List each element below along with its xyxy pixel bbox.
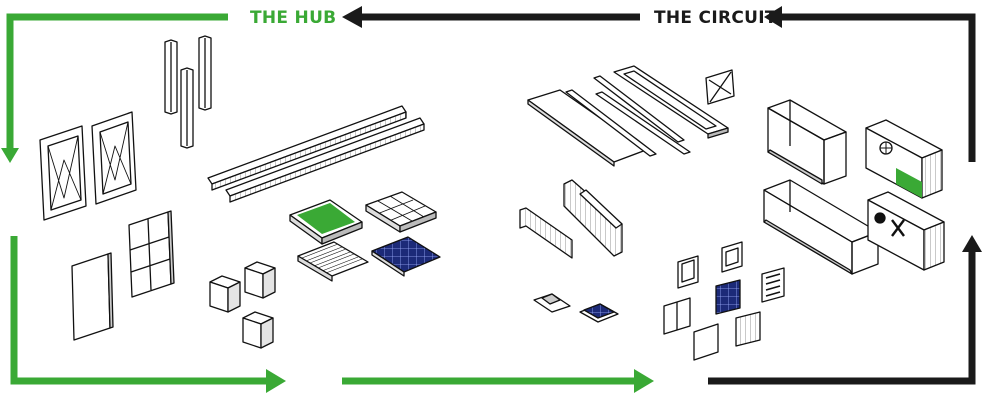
- circuit-label: THE CIRCUIT: [654, 8, 777, 28]
- panel-tile-icon: [663, 297, 761, 361]
- shipping-container-icon: [867, 191, 945, 271]
- arrow-icon: [708, 250, 976, 385]
- arrowhead-left-icon: [764, 6, 782, 28]
- staircase-icon: [519, 179, 623, 259]
- channel-beam-icon: [565, 75, 691, 157]
- steel-column-icon: [164, 35, 212, 149]
- arrowhead-left-icon: [342, 6, 362, 28]
- arrowhead-up-icon: [962, 235, 982, 252]
- cube-module-icon: [209, 261, 276, 349]
- rectangular-frame-icon: [613, 65, 729, 139]
- arrowhead-right-icon: [266, 369, 286, 393]
- shipping-container-icon: [865, 119, 943, 199]
- steel-beam-icon: [207, 105, 425, 203]
- window-icon: [39, 111, 137, 221]
- arrow-circuit-top: [764, 6, 976, 162]
- arrow-hub-bottom: [10, 236, 286, 393]
- arrowhead-down-icon: [1, 148, 19, 163]
- container-frame-icon: [767, 99, 847, 185]
- arrow-hub-to-circuit: [342, 369, 654, 393]
- window-tile-icon: [677, 241, 743, 289]
- grid-tray-icon: [365, 191, 437, 233]
- arrow-icon: [780, 13, 976, 162]
- bracket-icon: [533, 293, 571, 313]
- braced-frame-icon: [705, 69, 735, 105]
- arrow-icon: [10, 236, 268, 385]
- floor-slab-icon: [527, 89, 647, 167]
- hub-label: THE HUB: [250, 8, 337, 28]
- arrow-circuit-bottom: [708, 235, 982, 385]
- louver-tile-icon: [761, 267, 785, 303]
- arrow-circuit-to-hub: [342, 6, 640, 28]
- container-frame-icon: [763, 179, 879, 275]
- arrowhead-right-icon: [634, 369, 654, 393]
- door-icon: [71, 252, 114, 341]
- slatted-panel-icon: [297, 241, 369, 282]
- grid-window-icon: [128, 210, 175, 298]
- green-roof-panel-icon: [289, 199, 363, 245]
- arrow-icon: [6, 13, 228, 150]
- solar-panel-icon: [371, 236, 441, 277]
- solar-panel-icon: [579, 303, 619, 323]
- arrow-hub-top: [1, 13, 228, 163]
- solar-panel-icon: [715, 279, 741, 315]
